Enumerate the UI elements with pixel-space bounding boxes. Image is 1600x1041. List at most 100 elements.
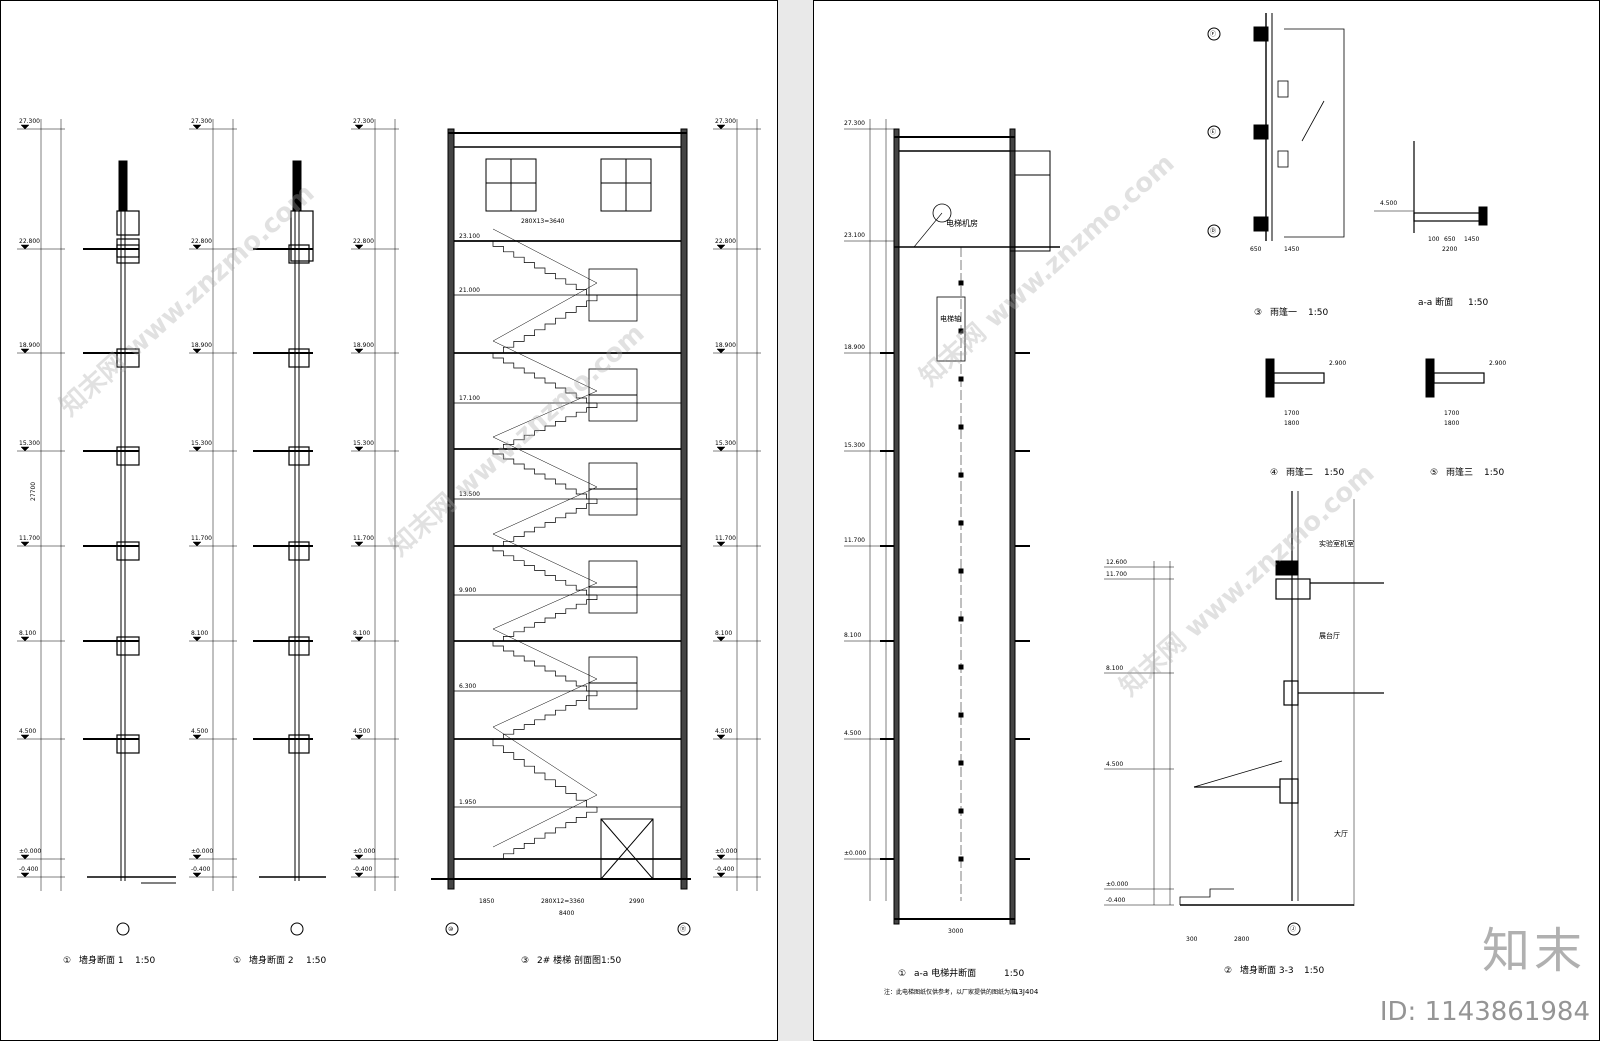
beam [116,244,140,264]
aa-dim-2: 650 [1444,236,1456,243]
rail-bracket [958,712,964,718]
handrail [492,436,598,488]
wall2-circle: ① [233,956,241,966]
level-label: 22.800 [191,238,212,245]
level-label: ±0.000 [191,848,213,855]
elev-level-label: 11.700 [844,537,865,544]
rail-bracket [958,856,964,862]
level-label: 8.100 [715,630,732,637]
wall2-scale: 1:50 [306,956,326,966]
stair-dim-top: 280X13=3640 [521,218,565,225]
handrail [492,678,598,728]
level-triangle [20,348,30,354]
level-label: -0.400 [715,866,735,873]
stair-dim-3: 2990 [629,898,644,905]
handrail [492,282,598,342]
level-label: 11.700 [353,535,374,542]
level-label: ±0.000 [715,848,737,855]
wall-section-3-3 [1179,491,1384,906]
stair-flight [492,449,597,500]
wall-section-1 [83,160,176,884]
stair-dim-2: 280X12=3360 [541,898,585,905]
wall33-title: 墙身断面 3-3 [1240,964,1294,976]
level-triangle [192,541,202,547]
level-label: 27.300 [353,118,374,125]
level-triangle [716,636,726,642]
elev-level-column [844,119,894,901]
right-drawing-canvas: 电梯机房 电梯轴 3000 Ⓕ Ⓔ Ⓓ [844,13,1506,996]
level-triangle [354,541,364,547]
level-triangle [354,734,364,740]
level-triangle [716,734,726,740]
level-triangle [192,244,202,250]
level-label: 27.300 [191,118,212,125]
level-triangle [20,734,30,740]
level-triangle [716,541,726,547]
level-label: 27.300 [715,118,736,125]
handrail [492,228,598,284]
level-triangle [192,854,202,860]
canopy-2-detail [1265,358,1325,398]
level-label: 4.500 [19,728,36,735]
rail-bracket [958,568,964,574]
handrail [492,582,598,630]
handrail [492,628,598,680]
level-triangle [716,244,726,250]
stair-level-label: 1.950 [459,799,476,806]
axis-d: Ⓓ [1210,227,1216,235]
w33-level-label: ±0.000 [1106,881,1128,888]
level-triangle [20,541,30,547]
level-triangle [20,636,30,642]
canopy2-title: 雨篷二 [1286,466,1313,478]
stair-scale: 1:50 [601,956,621,966]
elev-title: a-a 电梯井断面 [914,967,976,979]
elev-level-label: 27.300 [844,120,865,127]
c2-dim-1: 1700 [1284,410,1299,417]
aa-dim-total: 2200 [1442,246,1457,253]
wall-section-2 [253,160,326,881]
level-label: 11.700 [715,535,736,542]
beam [288,446,310,466]
level-triangle [20,446,30,452]
lobby-label: 展台厅 [1319,631,1340,640]
rail-bracket [958,664,964,670]
level-label: 11.700 [19,535,40,542]
level-triangle [20,872,30,878]
level-label: 4.500 [715,728,732,735]
aa-section-detail [1374,141,1488,233]
stair-flight [492,739,597,808]
axis-right: ⑪ [680,925,686,933]
elev-width: 3000 [948,928,963,935]
level-label: 15.300 [353,440,374,447]
beam [116,446,140,466]
level-triangle [20,244,30,250]
rail-bracket [958,616,964,622]
level-label: -0.400 [19,866,39,873]
w33-level-label: 11.700 [1106,571,1127,578]
level-column [351,119,399,891]
level-column [17,119,65,891]
beam [116,348,140,368]
level-label: 18.900 [191,342,212,349]
handrail [492,340,598,392]
right-drawing-sheet: 电梯机房 电梯轴 3000 Ⓕ Ⓔ Ⓓ [813,0,1600,1041]
elev-scale: 1:50 [1004,969,1024,979]
level-label: ±0.000 [353,848,375,855]
elev-level-label: 4.500 [844,730,861,737]
level-triangle [192,124,202,130]
level-label: -0.400 [353,866,373,873]
c3-level-label: 2.900 [1489,360,1506,367]
stair-level-label: 17.100 [459,395,480,402]
stair-flight [493,499,598,547]
canopy3-title: 雨篷三 [1446,466,1473,478]
elev-note: 13J404 [1014,988,1039,996]
brand-id: ID: 1143861984 [1379,997,1590,1027]
stair-flight [493,403,598,450]
c3-dim-2: 1800 [1444,420,1459,427]
wall33-scale: 1:50 [1304,966,1324,976]
stair-flight [493,295,598,354]
rail-bracket [958,808,964,814]
canopy1-circle: ③ [1254,308,1262,318]
elevator-shaft-section [880,128,1060,925]
stair-flight [493,691,598,740]
